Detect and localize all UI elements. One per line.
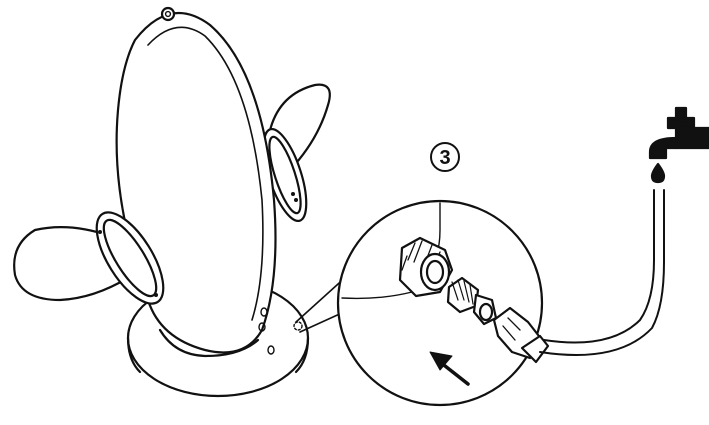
garden-hose	[539, 189, 665, 356]
water-drop-icon	[650, 162, 666, 184]
step-number: 3	[439, 147, 450, 169]
water-tap-icon	[648, 106, 709, 184]
rear-wing	[262, 83, 331, 223]
direction-arrow-icon	[429, 351, 470, 386]
step-badge: 3	[430, 142, 460, 172]
detail-zoom-circle	[336, 199, 550, 407]
hose-connector-icon	[398, 236, 550, 364]
front-wing	[13, 211, 165, 305]
main-body	[115, 6, 277, 358]
